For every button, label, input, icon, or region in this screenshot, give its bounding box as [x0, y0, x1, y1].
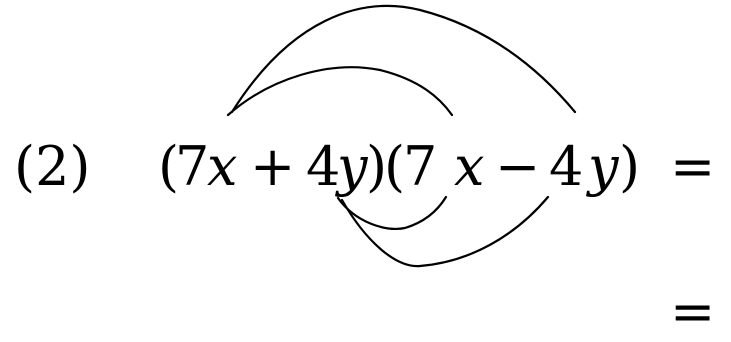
variable-y-second: y — [586, 135, 620, 198]
variable-y-first: y — [335, 135, 369, 198]
arc-fourth-term-to-last-term — [340, 195, 550, 268]
variable-x-second: x — [454, 135, 484, 198]
arc-first-term-to-second-term — [226, 66, 454, 117]
plus-operator: + — [250, 135, 295, 198]
open-paren-1: ( — [158, 135, 179, 198]
arc-first-term-to-last-term — [230, 4, 577, 114]
close-paren-2: ) — [619, 135, 640, 198]
equals-sign-1: = — [670, 135, 715, 198]
problem-number-label: (2) — [14, 135, 91, 198]
minus-operator: − — [495, 135, 540, 198]
coefficient-7-second: 7 — [403, 135, 437, 198]
coefficient-4-second: 4 — [549, 135, 583, 198]
variable-x-first: x — [207, 135, 237, 198]
equals-sign-2: = — [670, 280, 715, 342]
open-paren-2: ( — [384, 135, 405, 198]
arc-fourth-term-to-second-term — [336, 195, 448, 230]
close-paren-1: ) — [366, 135, 387, 198]
coefficient-4-first: 4 — [306, 135, 340, 198]
coefficient-7-first: 7 — [175, 135, 209, 198]
